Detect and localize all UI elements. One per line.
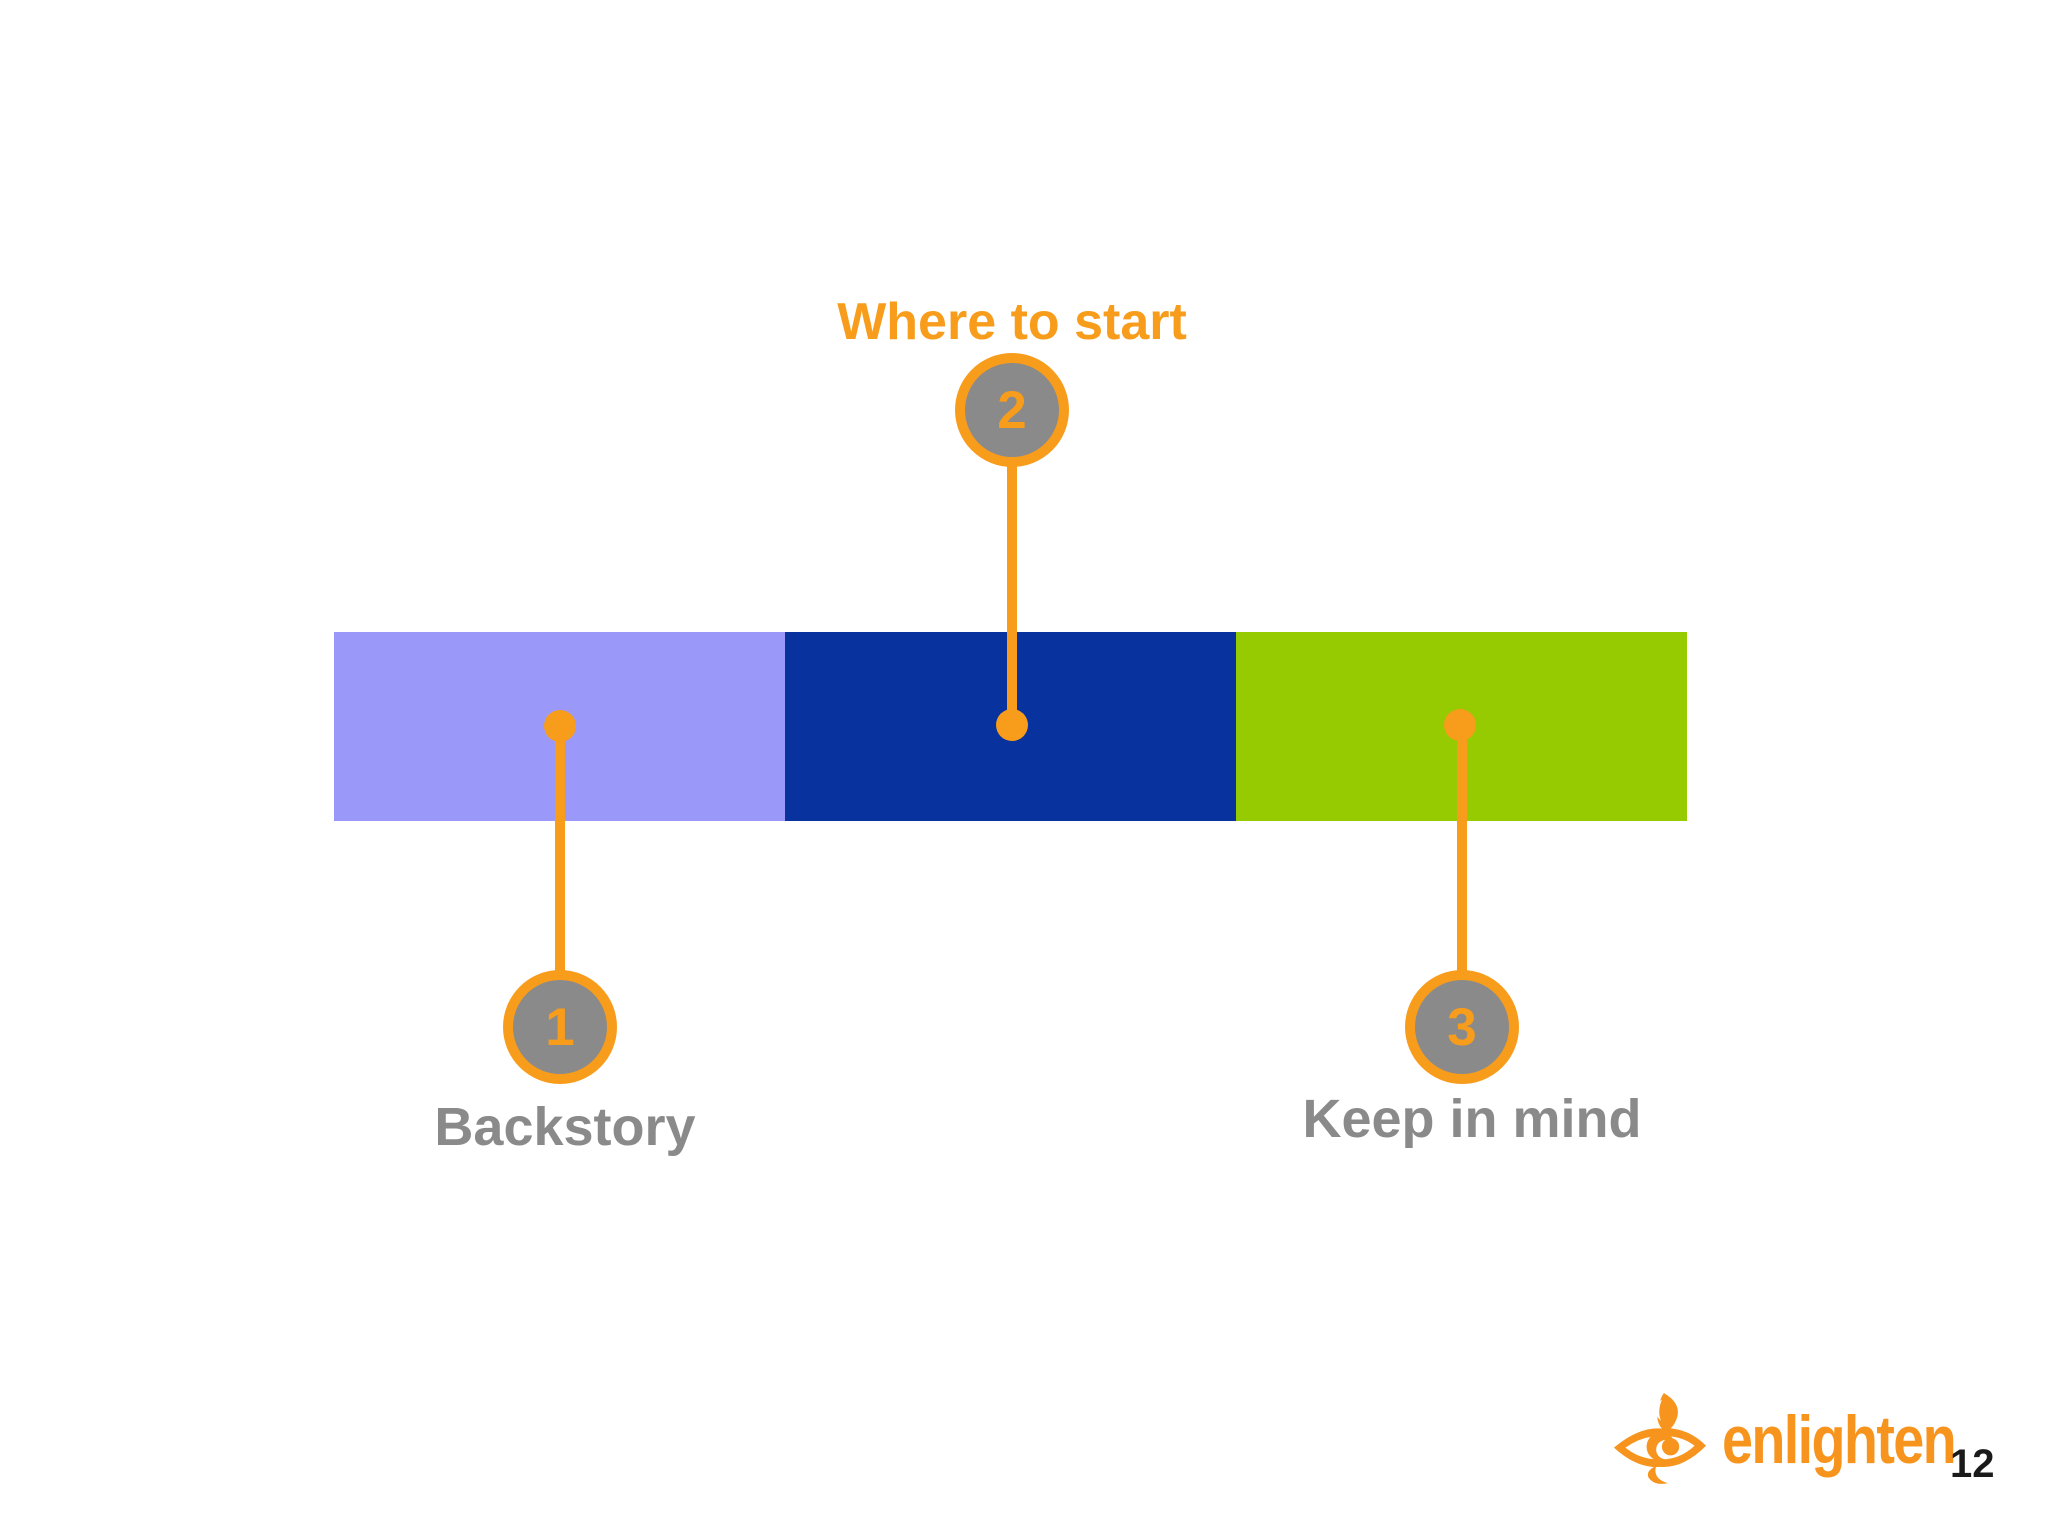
step-marker-1: 1 xyxy=(503,970,617,1084)
step-marker-3: 3 xyxy=(1405,970,1519,1084)
brand-wordmark: enlighten xyxy=(1722,1402,1957,1478)
slide-title: Where to start xyxy=(837,293,1187,351)
step-marker-2: 2 xyxy=(955,353,1069,467)
step-number-1: 1 xyxy=(545,997,575,1057)
step-number-2: 2 xyxy=(997,380,1027,440)
connector-line-step-1 xyxy=(555,726,565,976)
page-number: 12 xyxy=(1950,1442,1995,1486)
step-number-3: 3 xyxy=(1447,997,1477,1057)
flame-eye-icon xyxy=(1613,1392,1707,1484)
brand-logo: enlighten xyxy=(1612,1392,2006,1488)
anchor-dot-step-1 xyxy=(544,710,576,742)
anchor-dot-step-2 xyxy=(996,709,1028,741)
step-label-keep-in-mind: Keep in mind xyxy=(1302,1089,1642,1149)
step-label-backstory: Backstory xyxy=(434,1097,696,1157)
anchor-dot-step-3 xyxy=(1444,709,1476,741)
connector-line-step-3 xyxy=(1457,726,1467,976)
connector-line-step-2 xyxy=(1007,458,1017,728)
